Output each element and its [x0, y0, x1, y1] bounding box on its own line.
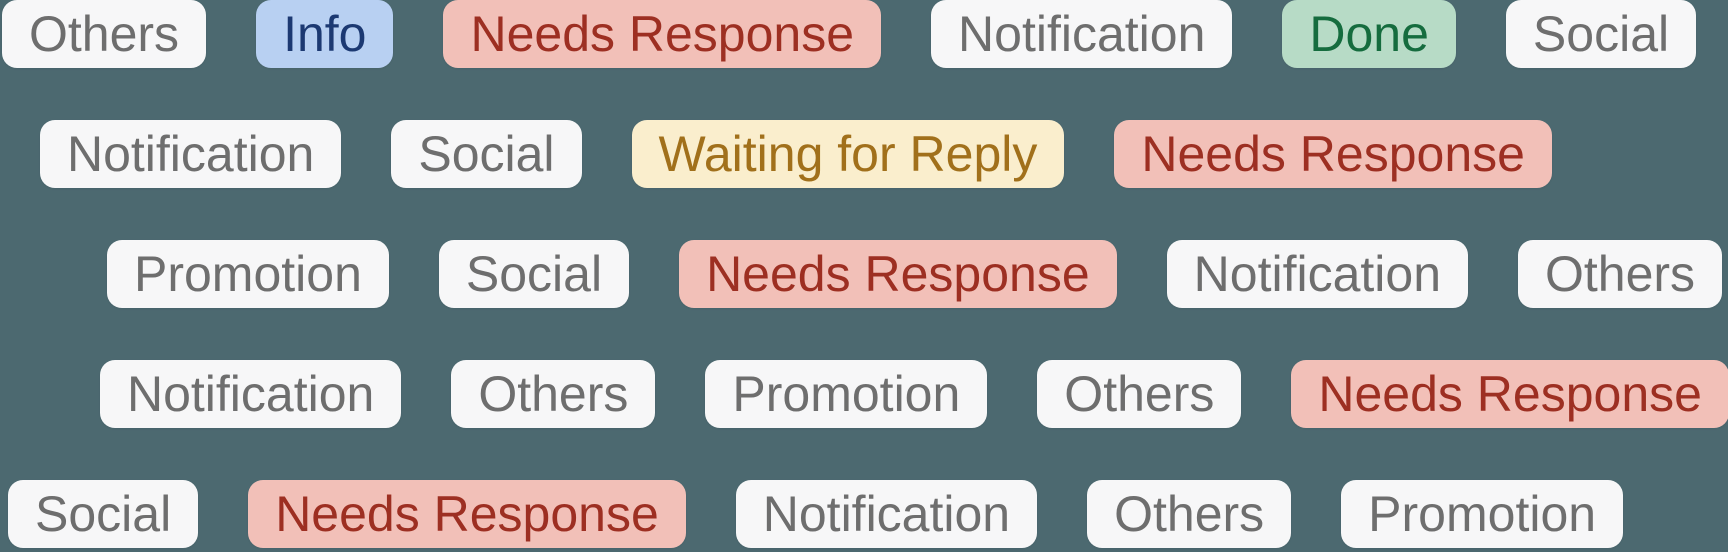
tag-others[interactable]: Others [1037, 360, 1242, 428]
tag-row-4: Notification Others Promotion Others Needs R… [100, 360, 1728, 428]
tag-needs-response[interactable]: Needs Response [679, 240, 1117, 308]
tag-done[interactable]: Done [1282, 0, 1456, 68]
tag-social[interactable]: Social [391, 120, 582, 188]
tag-notification[interactable]: Notification [931, 0, 1233, 68]
tag-row-2: Notification Social Waiting for Reply Needs… [40, 120, 1728, 188]
tag-promotion[interactable]: Promotion [1341, 480, 1624, 548]
tag-others[interactable]: Others [2, 0, 207, 68]
tag-promotion[interactable]: Promotion [107, 240, 389, 308]
tag-row-1: Others Info Needs Response Notification Done… [2, 0, 1728, 68]
tag-promotion[interactable]: Promotion [705, 360, 988, 428]
tag-social[interactable]: Social [438, 240, 630, 308]
tag-notification[interactable]: Notification [735, 480, 1038, 548]
tag-others[interactable]: Others [1518, 240, 1723, 308]
tag-needs-response[interactable]: Needs Response [248, 480, 686, 548]
tag-notification[interactable]: Notification [1166, 240, 1468, 308]
tag-others[interactable]: Others [1087, 480, 1292, 548]
tag-row-5: Social Needs Response Notification Others Pr… [8, 480, 1728, 548]
tag-info[interactable]: Info [256, 0, 394, 68]
tag-social[interactable]: Social [8, 480, 199, 548]
tag-notification[interactable]: Notification [40, 120, 342, 188]
tag-row-3: Promotion Social Needs Response Notificatio… [107, 240, 1728, 308]
tag-notification[interactable]: Notification [100, 360, 402, 428]
tag-others[interactable]: Others [451, 360, 656, 428]
tag-waiting-for-reply[interactable]: Waiting for Reply [631, 120, 1065, 188]
tag-needs-response[interactable]: Needs Response [443, 0, 882, 68]
tag-needs-response[interactable]: Needs Response [1114, 120, 1552, 188]
tag-needs-response[interactable]: Needs Response [1291, 360, 1728, 428]
tag-social[interactable]: Social [1505, 0, 1697, 68]
